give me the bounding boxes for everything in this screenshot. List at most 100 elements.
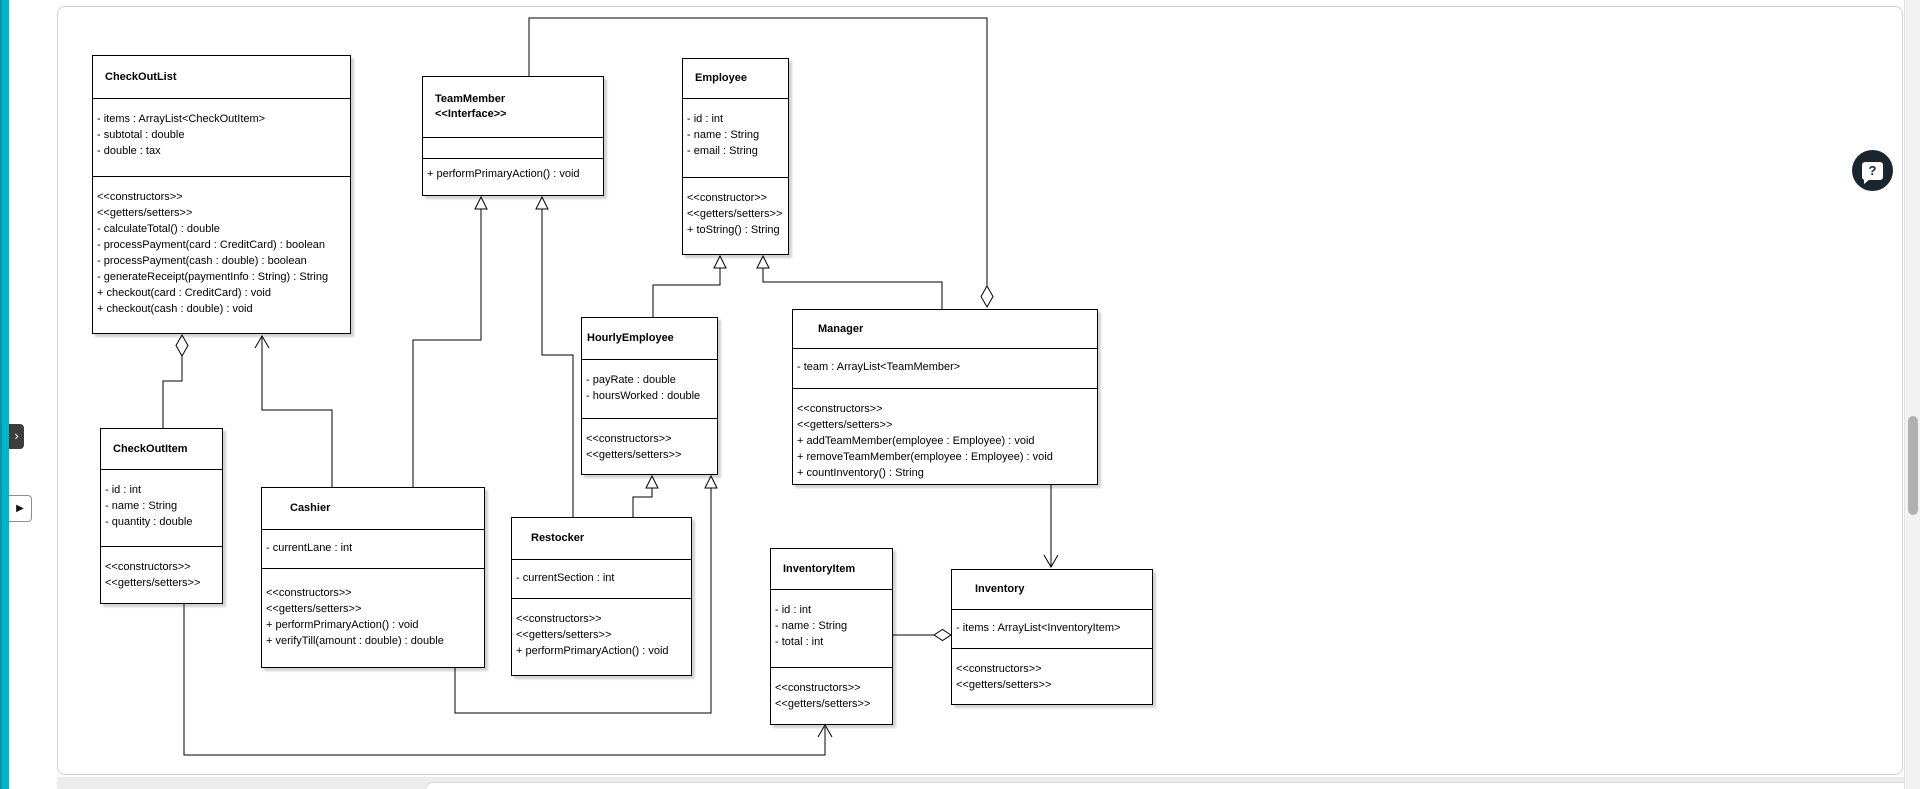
member-line: - hoursWorked : double [586,390,701,402]
class-name: HourlyEmployee [587,332,674,344]
member-line: <<constructors>> [775,682,861,694]
member-line: <<getters/setters>> [266,603,362,615]
vertical-scrollbar[interactable] [1904,0,1920,789]
class-stereotype: <<Interface>> [435,108,507,120]
member-line: <<constructor>> [687,192,768,204]
member-line: - subtotal : double [97,129,185,141]
class-name: Cashier [290,502,331,514]
class-attributes: - items : ArrayList<InventoryItem> [952,609,1152,648]
member-line: + checkout(card : CreditCard) : void [97,287,271,299]
class-checkoutlist[interactable]: CheckOutList - items : ArrayList<CheckOu… [92,55,351,334]
scrollbar-thumb[interactable] [1908,416,1918,515]
member-line: + performPrimaryAction() : void [266,619,419,631]
member-line: <<getters/setters>> [687,208,783,220]
class-name: Inventory [975,583,1025,595]
class-name: TeamMember <<Interface>> [423,77,603,137]
question-mark: ? [1868,163,1877,178]
member-line: - id : int [775,604,812,616]
sidebar-accent-strip [0,0,9,789]
member-line: <<getters/setters>> [956,679,1052,691]
member-line: + toString() : String [687,224,780,236]
class-name: Restocker [531,532,585,544]
member-line: + performPrimaryAction() : void [427,168,580,180]
member-line: - name : String [105,500,178,512]
member-line: - name : String [687,129,760,141]
member-line: - generateReceipt(paymentInfo : String) … [97,271,329,283]
member-line: - id : int [105,484,142,496]
member-line: - team : ArrayList<TeamMember> [797,361,961,373]
member-line: + addTeamMember(employee : Employee) : v… [797,435,1035,447]
class-attributes: - id : int - name : String - quantity : do… [101,469,222,546]
class-name: Manager [818,322,864,335]
member-line: - processPayment(card : CreditCard) : bo… [97,239,326,251]
class-attributes: - team : ArrayList<TeamMember> [793,348,1097,388]
class-attributes: - payRate : double - hoursWorked : double [582,359,717,418]
class-attributes [423,137,603,158]
class-name: InventoryItem [783,562,856,575]
member-line: <<getters/setters>> [775,698,871,710]
class-methods: <<constructors>> <<getters/setters>> + per… [262,568,484,669]
member-line: - payRate : double [586,374,676,386]
class-inventory[interactable]: Inventory - items : ArrayList<InventoryI… [951,569,1153,705]
member-line: <<constructors>> [586,433,672,445]
expand-panel-tab[interactable]: › [9,424,24,449]
class-methods: <<constructors>> <<getters/setters>> + add… [793,388,1097,486]
class-methods: <<constructors>> <<getters/setters>> [771,667,892,726]
class-attributes: - id : int - name : String - total : int [771,589,892,667]
member-line: - currentSection : int [516,572,615,584]
member-line: <<constructors>> [266,587,352,599]
member-line: - processPayment(cash : double) : boolea… [97,255,307,267]
member-line: + countInventory() : String [797,467,924,479]
member-line: - name : String [775,620,848,632]
class-hourlyemployee[interactable]: HourlyEmployee - payRate : double - hours… [581,317,718,475]
class-employee[interactable]: Employee - id : int - name : String - emai… [682,58,789,255]
class-manager[interactable]: Manager - team : ArrayList<TeamMember> <… [792,309,1098,485]
class-methods: <<constructors>><<getters/setters>>- cal… [93,176,350,335]
footer-strip [57,777,1920,789]
member-line: - quantity : double [105,516,193,528]
class-methods: <<constructors>> <<getters/setters>> [582,418,717,476]
member-line: <<getters/setters>> [105,577,201,589]
member-line: <<constructors>> [105,561,191,573]
class-name: Employee [695,72,747,84]
member-line: + checkout(cash : double) : void [97,303,253,315]
class-restocker[interactable]: Restocker - currentSection : int <<const… [511,517,692,676]
class-methods: <<constructors>> <<getters/setters>> [952,648,1152,706]
lower-panel-edge [425,782,1920,789]
run-button[interactable]: ▶ [9,495,32,522]
class-methods: + performPrimaryAction() : void [423,158,603,197]
class-methods: <<constructors>> <<getters/setters>> [101,546,222,605]
class-name-text: TeamMember [435,93,506,105]
member-line: <<getters/setters>> [586,449,682,461]
class-attributes: - currentSection : int [512,559,691,598]
member-line: - email : String [687,145,758,157]
class-attributes: - items : ArrayList<CheckOutItem> - subto… [93,98,350,176]
member-line: <<constructors>> [797,403,883,415]
class-inventoryitem[interactable]: InventoryItem - id : int- name : String-… [770,548,893,725]
class-teammember[interactable]: TeamMember <<Interface>> + performPrimar… [422,76,604,196]
member-line: - calculateTotal() : double [97,223,220,235]
member-line: - id : int [687,113,724,125]
class-checkoutitem[interactable]: CheckOutItem - id : int- name : String- … [100,428,223,604]
class-attributes: - id : int - name : String - email : Strin… [683,98,788,177]
class-cashier[interactable]: Cashier - currentLane : int <<constructo… [261,487,485,668]
class-name: CheckOutList [105,70,177,83]
play-icon: ▶ [16,503,24,514]
member-line: - items : ArrayList<InventoryItem> [956,622,1121,634]
class-attributes: - currentLane : int [262,529,484,568]
member-line: - items : ArrayList<CheckOutItem> [97,113,266,125]
class-methods: <<constructors>><<getters/setters>>+ per… [512,598,691,677]
member-line: + removeTeamMember(employee : Employee) … [797,451,1053,463]
member-line: <<getters/setters>> [797,419,893,431]
member-line: <<getters/setters>> [97,207,193,219]
member-line: <<constructors>> [516,613,602,625]
class-methods: <<constructor>> <<getters/setters>> + toSt… [683,177,788,256]
class-name: CheckOutItem [113,442,188,455]
member-line: - currentLane : int [266,542,353,554]
member-line: <<constructors>> [956,663,1042,675]
help-button[interactable]: ? [1852,150,1893,191]
member-line: + verifyTill(amount : double) : double [266,635,444,647]
member-line: - total : int [775,636,824,648]
member-line: <<getters/setters>> [516,629,612,641]
